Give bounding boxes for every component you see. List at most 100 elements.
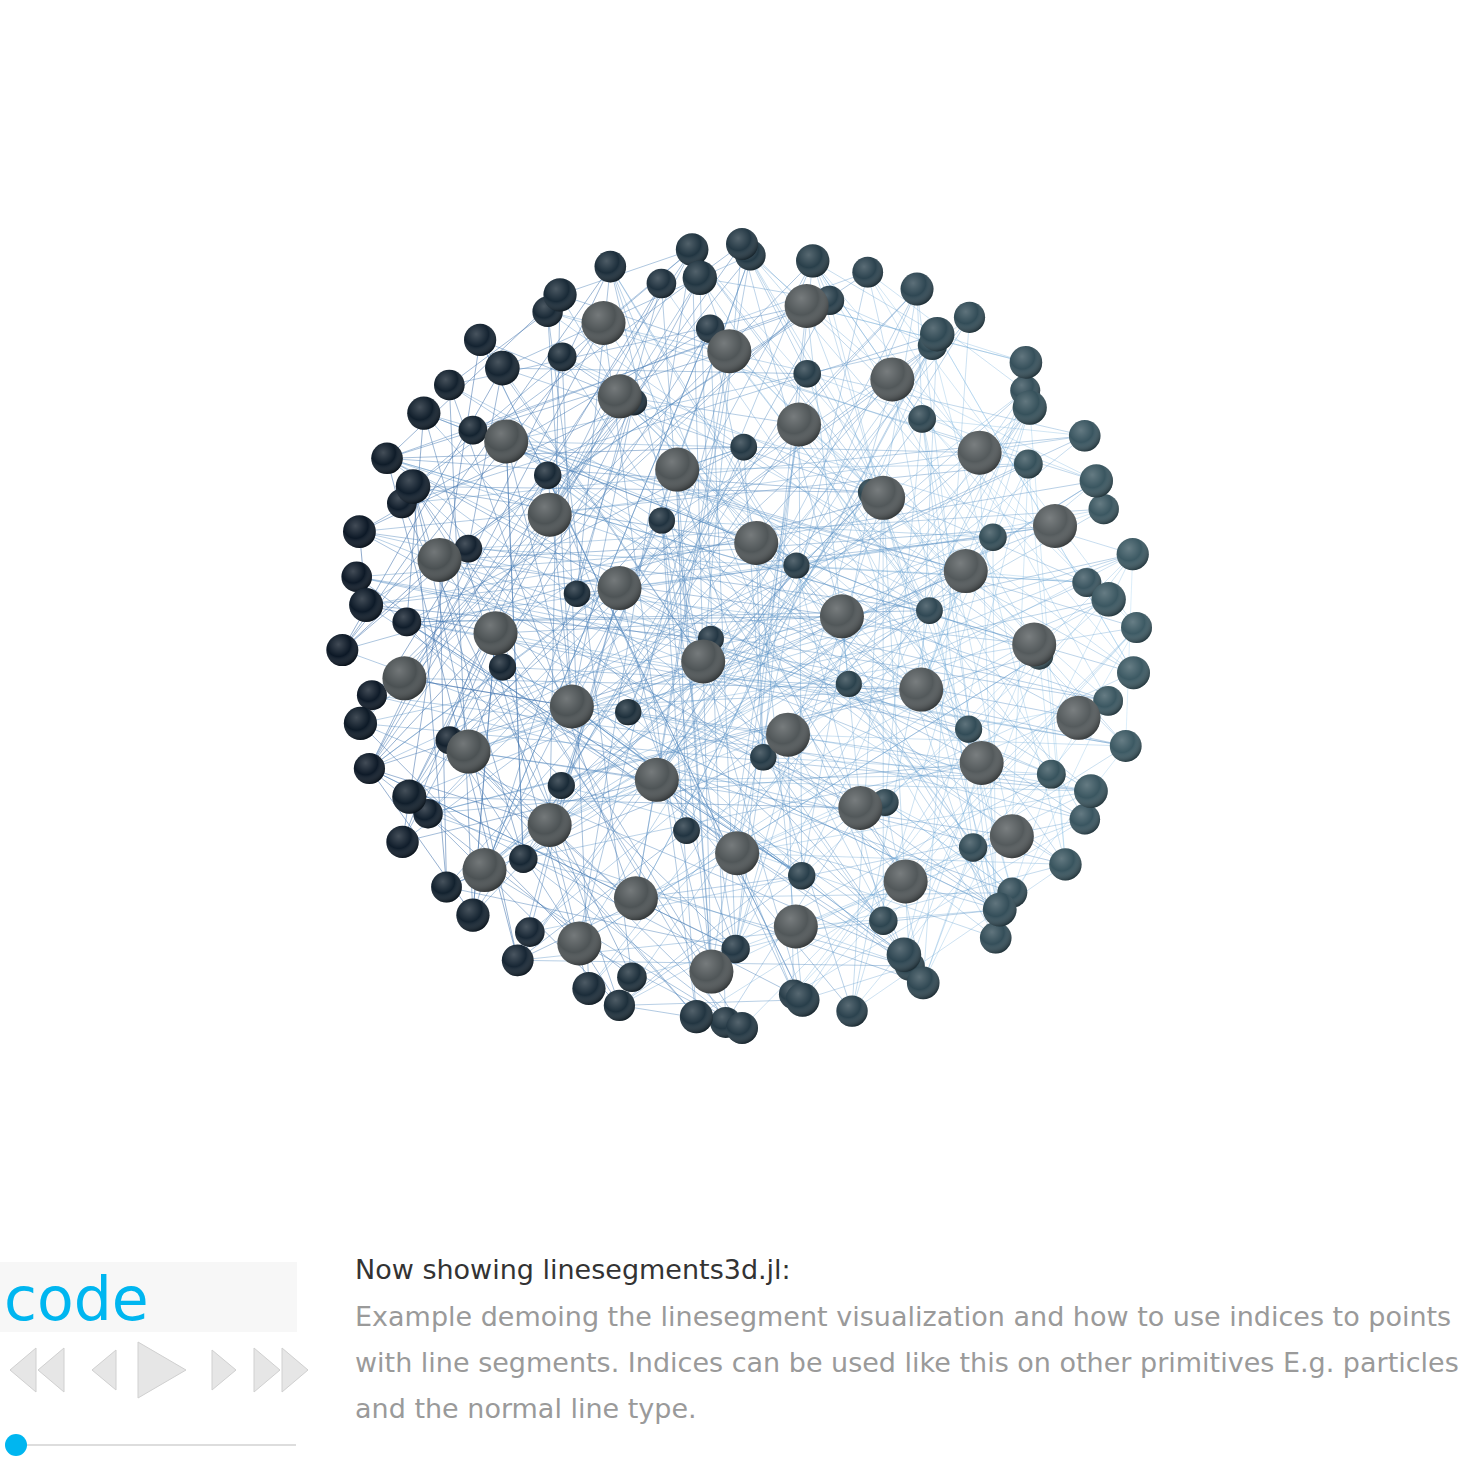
point-shading xyxy=(371,443,403,475)
button-label: code xyxy=(4,1266,297,1332)
point-shading xyxy=(582,301,626,345)
sphere-point xyxy=(1110,730,1142,762)
rewind-icon xyxy=(38,1348,64,1392)
sphere-point xyxy=(1074,774,1108,808)
sphere-point xyxy=(509,845,537,873)
sphere-point xyxy=(861,476,905,520)
sphere-point xyxy=(681,639,725,683)
segment-line xyxy=(560,295,906,882)
segment-line xyxy=(450,740,697,1016)
segment-line xyxy=(473,402,634,915)
sphere-point xyxy=(793,360,821,388)
point-shading xyxy=(899,668,943,712)
point-shading xyxy=(908,405,936,433)
point-shading xyxy=(920,317,954,351)
point-shading xyxy=(955,716,982,743)
sphere-point xyxy=(887,937,922,972)
segment-line xyxy=(387,458,1134,672)
segment-line xyxy=(917,289,996,938)
segment-line xyxy=(369,267,610,769)
sphere-point xyxy=(407,397,440,430)
sphere-points xyxy=(326,228,1152,1044)
segment-line xyxy=(387,458,1108,701)
point-shading xyxy=(1074,774,1108,808)
sphere-point xyxy=(1012,623,1056,667)
sphere-point xyxy=(515,917,545,947)
segment-line xyxy=(369,769,632,978)
segment-line xyxy=(736,498,884,949)
segment-line xyxy=(369,436,1084,769)
sphere-point xyxy=(464,324,496,356)
sphere-point xyxy=(907,967,940,1000)
segment-line xyxy=(932,346,1065,865)
slider-knob xyxy=(5,1434,27,1456)
point-shading xyxy=(870,357,914,401)
point-shading xyxy=(1110,730,1142,762)
point-shading xyxy=(852,257,883,288)
sphere-point xyxy=(534,462,561,489)
point-shading xyxy=(681,639,725,683)
segment-line xyxy=(1039,656,1051,775)
sphere-point xyxy=(852,257,883,288)
point-shading xyxy=(595,251,627,283)
sphere-point xyxy=(726,228,758,260)
sphere-point xyxy=(474,611,518,655)
sphere-point xyxy=(396,469,431,504)
point-shading xyxy=(673,817,700,844)
sphere-point xyxy=(434,370,465,401)
sphere-point xyxy=(617,962,647,992)
point-shading xyxy=(459,416,488,445)
segment-line xyxy=(662,520,712,971)
segment-line xyxy=(813,261,1087,583)
point-shading xyxy=(326,634,358,666)
sphere-point xyxy=(582,301,626,345)
point-shading xyxy=(615,699,641,725)
point-shading xyxy=(884,859,928,903)
segment-line xyxy=(788,735,794,995)
sphere-point xyxy=(959,833,987,861)
sphere-point xyxy=(598,374,642,418)
sphere-point xyxy=(1010,346,1043,379)
point-shading xyxy=(680,1000,713,1033)
point-shading xyxy=(635,758,679,802)
sphere-point xyxy=(459,416,488,445)
point-shading xyxy=(983,893,1017,927)
sphere-point xyxy=(326,634,358,666)
point-shading xyxy=(392,608,421,637)
segment-line xyxy=(550,317,970,825)
segment-line xyxy=(404,250,692,679)
sphere-point xyxy=(595,251,627,283)
play-icon xyxy=(138,1342,186,1398)
sphere-point xyxy=(1014,450,1043,479)
playback-controls xyxy=(10,1342,308,1398)
sphere-point xyxy=(944,549,988,593)
segment-line xyxy=(736,408,1030,949)
point-shading xyxy=(730,434,757,461)
sphere-point xyxy=(1070,804,1101,835)
segment-line xyxy=(710,329,1039,656)
point-shading xyxy=(1033,504,1077,548)
point-shading xyxy=(1089,494,1119,524)
sphere-point xyxy=(955,716,982,743)
point-shading xyxy=(407,397,440,430)
sphere-point xyxy=(1089,494,1119,524)
point-shading xyxy=(683,261,717,295)
segment-line xyxy=(403,475,548,842)
sphere-point xyxy=(1091,582,1125,616)
sphere-point xyxy=(341,562,372,593)
segment-line xyxy=(742,244,883,498)
sphere-point xyxy=(899,668,943,712)
segment-line xyxy=(610,267,999,910)
sphere-point xyxy=(777,403,821,447)
sphere-point xyxy=(572,972,605,1005)
segment-line xyxy=(550,278,700,515)
segment-line xyxy=(742,244,922,419)
sphere-point xyxy=(683,261,717,295)
sphere-point xyxy=(344,707,377,740)
sphere-point xyxy=(528,493,572,537)
point-shading xyxy=(464,324,496,356)
sphere-point xyxy=(614,876,658,920)
slider-track xyxy=(15,1444,296,1446)
segment-line xyxy=(407,447,744,622)
point-shading xyxy=(838,786,882,830)
